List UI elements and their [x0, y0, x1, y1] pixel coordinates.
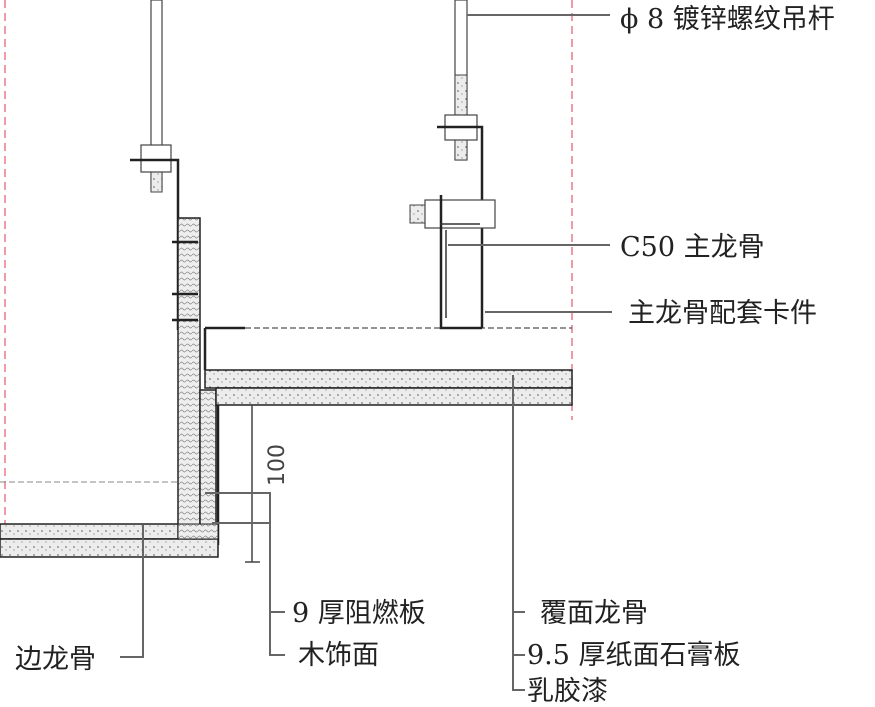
label-clip: 主龙骨配套卡件: [628, 298, 817, 329]
label-latex: 乳胶漆: [527, 676, 608, 707]
wood-finish-vertical: [199, 389, 217, 546]
left-hanger-rod: [130, 0, 180, 330]
label-gypsum: 9.5 厚纸面石膏板: [527, 640, 741, 671]
dimension-text: 100: [265, 444, 290, 486]
label-edge-keel: 边龙骨: [15, 644, 96, 675]
c50-main-keel: [409, 195, 496, 330]
gypsum-board-1: [204, 369, 573, 389]
label-fire-board: 9 厚阻燃板: [292, 598, 426, 629]
dimension-100: 100: [245, 405, 290, 563]
leaders-right: [448, 14, 612, 313]
gypsum-board-2: [215, 387, 573, 406]
label-cover-keel: 覆面龙骨: [540, 598, 648, 629]
label-rod: ϕ 8 镀锌螺纹吊杆: [620, 4, 835, 35]
label-main-keel: C50 主龙骨: [620, 232, 765, 263]
label-wood-finish: 木饰面: [298, 640, 379, 671]
bottom-board-2: [0, 538, 219, 558]
screws: [172, 240, 198, 322]
bottom-board-1: [0, 523, 179, 540]
leaders-bottom: [120, 375, 525, 691]
fire-board-vertical: [177, 217, 201, 546]
right-hanger-rod: [437, 0, 484, 328]
